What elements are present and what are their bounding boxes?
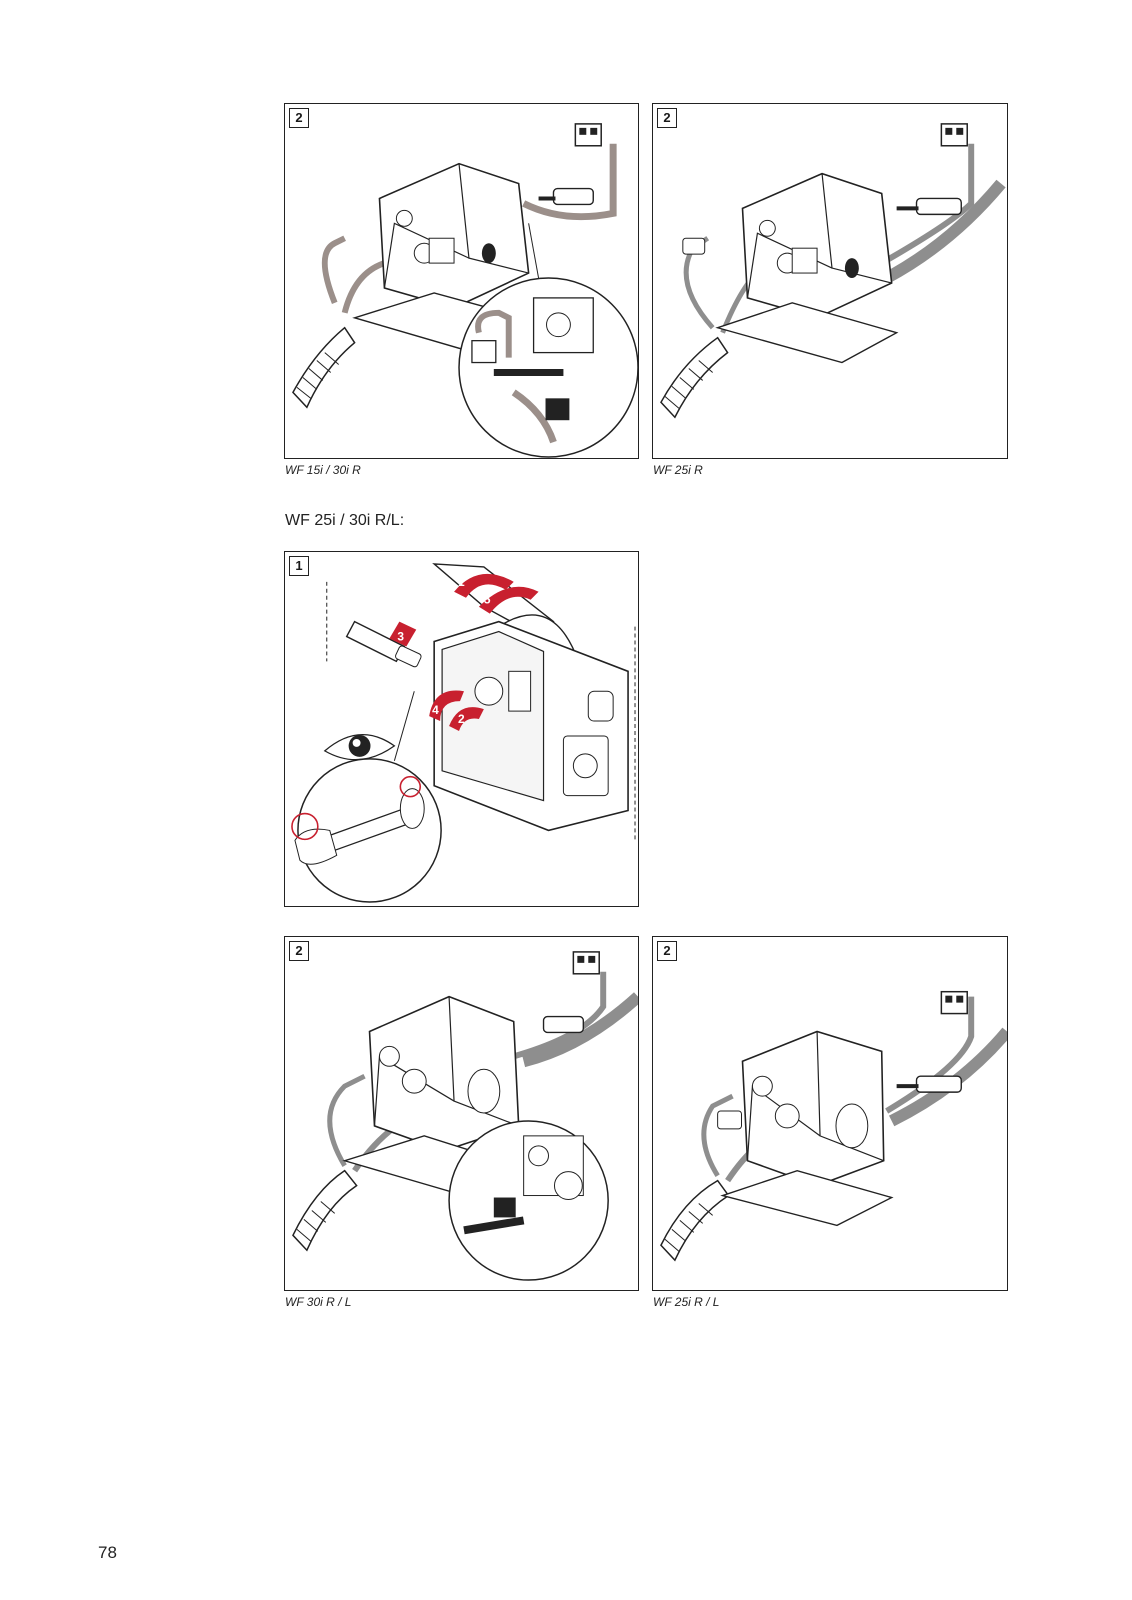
figure-caption: WF 25i R — [653, 463, 703, 477]
wire-feeder-illustration — [660, 123, 1006, 419]
callout-number: 4 — [432, 703, 439, 717]
figure-caption: WF 15i / 30i R — [285, 463, 361, 477]
page-number: 78 — [98, 1543, 117, 1562]
wire-feeder-illustration — [292, 951, 638, 1281]
step-number-badge: 1 — [289, 556, 309, 576]
figure-wf25i-r-l: 2 — [652, 936, 1008, 1291]
callout-number: 3 — [397, 630, 404, 644]
wire-feeder-illustration — [660, 990, 1007, 1262]
wire-feeder-illustration — [292, 123, 638, 458]
callout-number: 1 — [458, 575, 465, 589]
figure-wf30i-r-l: 2 — [284, 936, 639, 1291]
step-number-badge: 2 — [289, 941, 309, 961]
figure-caption: WF 25i R / L — [653, 1295, 720, 1309]
figure-wf15i-30i-r: 2 — [284, 103, 639, 459]
figure-open-cover-step: 1 1 5 3 4 2 — [284, 551, 639, 907]
callout-number: 2 — [458, 712, 465, 726]
figure-wf25i-r: 2 — [652, 103, 1008, 459]
step-number-badge: 2 — [657, 941, 677, 961]
step-number-badge: 2 — [657, 108, 677, 128]
figure-caption: WF 30i R / L — [285, 1295, 352, 1309]
callout-number: 5 — [484, 593, 491, 607]
section-heading: WF 25i / 30i R/L: — [285, 512, 405, 529]
step-number-badge: 2 — [289, 108, 309, 128]
wire-feeder-illustration: 1 5 3 4 2 — [291, 563, 636, 903]
